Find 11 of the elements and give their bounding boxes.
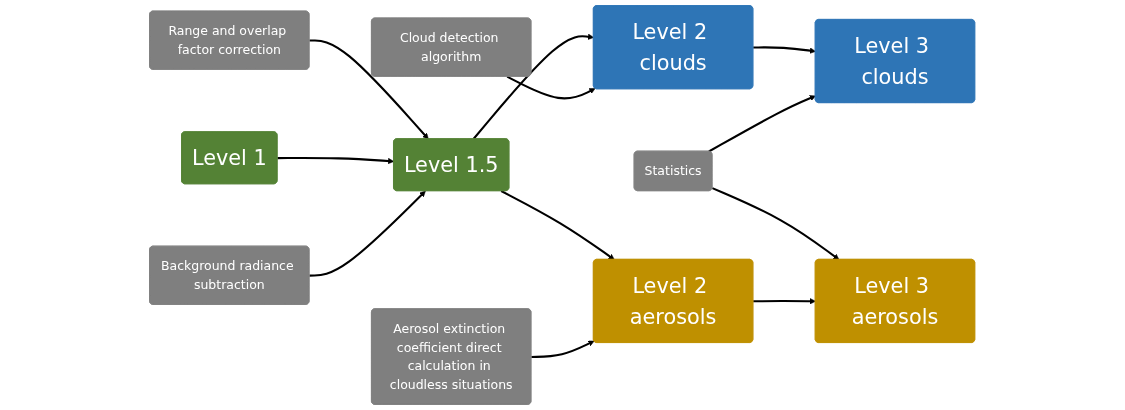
arrow [277,156,395,165]
arrow [753,298,817,305]
arrow [501,190,616,260]
arrow [309,39,429,140]
arrow [507,75,596,100]
arrow [753,46,817,54]
arrow [531,340,595,358]
arrow [473,33,595,140]
arrow [712,187,840,260]
arrow [708,95,817,153]
arrow [309,190,427,277]
